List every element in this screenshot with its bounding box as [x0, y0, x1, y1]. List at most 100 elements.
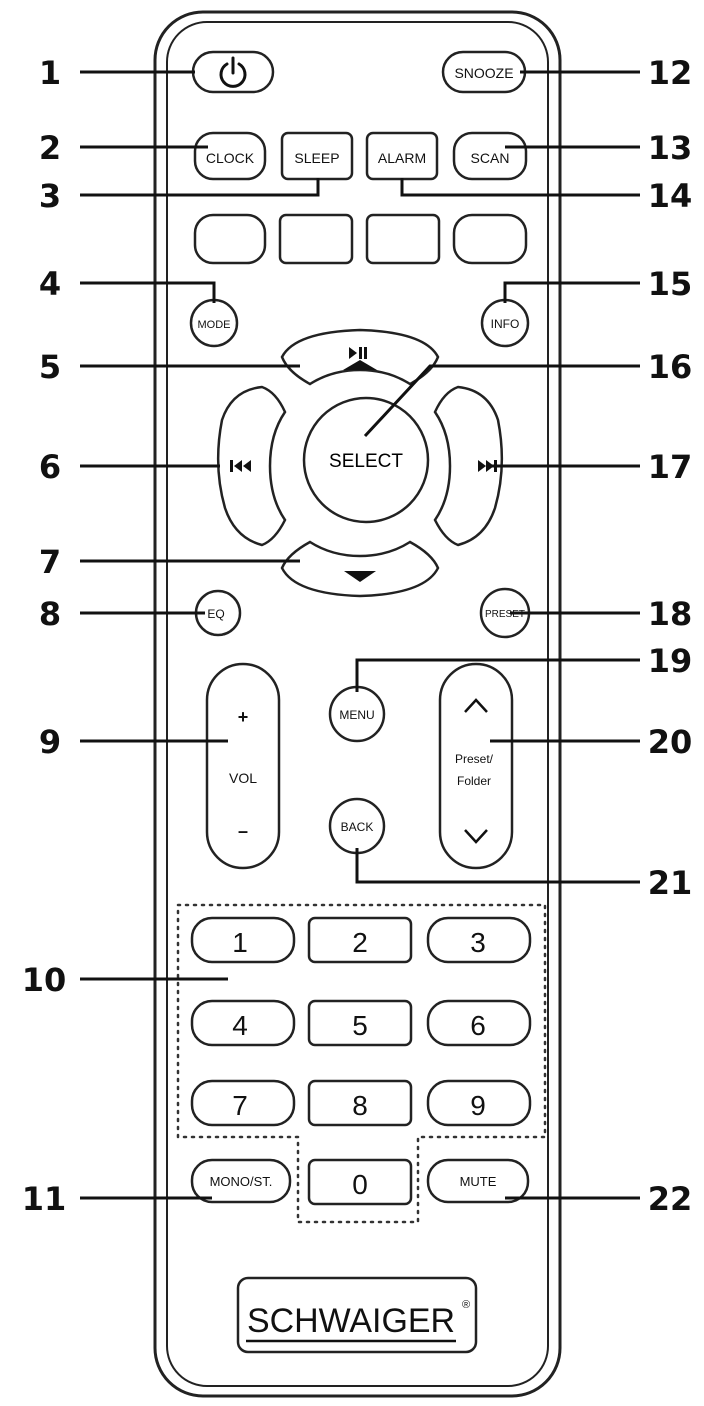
digit-0-label: 0	[352, 1169, 368, 1200]
snooze-button[interactable]: SNOOZE	[441, 50, 527, 94]
digit-1-button[interactable]: 1	[190, 916, 296, 964]
callout-number: 12	[648, 54, 693, 92]
chevron-up-icon	[464, 698, 488, 713]
scan-label: SCAN	[471, 150, 510, 166]
mono-stereo-button[interactable]: MONO/ST.	[190, 1158, 292, 1204]
mode-button[interactable]: MODE	[189, 298, 239, 348]
alarm-button[interactable]: ALARM	[365, 131, 439, 181]
info-label: INFO	[491, 317, 520, 331]
mode-label: MODE	[198, 319, 231, 331]
callout-lines-left	[80, 70, 320, 1200]
digit-2-button[interactable]: 2	[307, 916, 413, 964]
callout-number: 7	[39, 543, 61, 581]
callout-number: 10	[22, 961, 67, 999]
chevron-down-icon	[464, 829, 488, 844]
play-pause-icon	[349, 347, 367, 359]
clock-label: CLOCK	[206, 150, 255, 166]
digit-4-label: 4	[232, 1010, 248, 1041]
preset-folder-rocker[interactable]: Preset/ Folder	[438, 662, 514, 870]
down-button[interactable]	[280, 540, 440, 598]
back-button[interactable]: BACK	[328, 797, 386, 855]
blank-key-3[interactable]	[365, 213, 441, 265]
brand-plate: SCHWAIGER ®	[236, 1276, 478, 1354]
preset-folder-label-line2: Folder	[457, 774, 491, 788]
callout-number: 5	[39, 348, 61, 386]
select-button[interactable]: SELECT	[302, 396, 430, 524]
callout-number: 2	[39, 129, 61, 167]
alarm-label: ALARM	[378, 150, 426, 166]
callout-number: 8	[39, 595, 61, 633]
up-arrow-icon	[343, 360, 377, 370]
callout-number: 15	[648, 265, 693, 303]
digit-6-label: 6	[470, 1010, 486, 1041]
power-button[interactable]	[191, 50, 275, 94]
next-button[interactable]	[433, 385, 504, 547]
callout-lines-right	[355, 70, 640, 1200]
callout-number: 9	[39, 723, 61, 761]
eq-button[interactable]: EQ	[194, 589, 242, 637]
digit-8-button[interactable]: 8	[307, 1079, 413, 1127]
digit-6-button[interactable]: 6	[426, 999, 532, 1047]
volume-label: VOL	[229, 770, 257, 786]
snooze-label: SNOOZE	[454, 65, 513, 81]
brand-registered-mark: ®	[462, 1299, 470, 1311]
volume-down-label: –	[238, 821, 248, 841]
digit-2-label: 2	[352, 927, 368, 958]
digit-9-label: 9	[470, 1090, 486, 1121]
blank-key-2[interactable]	[278, 213, 354, 265]
callout-numbers-left: 1 2 3 4 5 6 7 8 9 10 11	[22, 54, 67, 1218]
volume-rocker[interactable]: + VOL –	[205, 662, 281, 870]
blank-key-4[interactable]	[452, 213, 528, 265]
mono-stereo-label: MONO/ST.	[210, 1174, 273, 1189]
callout-number: 20	[648, 723, 693, 761]
mute-button[interactable]: MUTE	[426, 1158, 530, 1204]
scan-button[interactable]: SCAN	[452, 131, 528, 181]
callout-number: 11	[22, 1180, 67, 1218]
clock-button[interactable]: CLOCK	[193, 131, 267, 181]
digit-3-label: 3	[470, 927, 486, 958]
previous-button[interactable]	[216, 385, 287, 547]
callout-number: 3	[39, 177, 61, 215]
mute-label: MUTE	[460, 1174, 497, 1189]
callout-number: 6	[39, 448, 61, 486]
preset-label: PRESET	[485, 609, 525, 620]
digit-4-button[interactable]: 4	[190, 999, 296, 1047]
digit-5-button[interactable]: 5	[307, 999, 413, 1047]
select-label: SELECT	[329, 451, 403, 472]
callout-number: 4	[39, 265, 61, 303]
digit-3-button[interactable]: 3	[426, 916, 532, 964]
number-pad-outline	[176, 903, 547, 1224]
digit-7-button[interactable]: 7	[190, 1079, 296, 1127]
digit-5-label: 5	[352, 1010, 368, 1041]
callout-number: 17	[648, 448, 693, 486]
digit-8-label: 8	[352, 1090, 368, 1121]
digit-1-label: 1	[232, 927, 248, 958]
digit-7-label: 7	[232, 1090, 248, 1121]
brand-logo: SCHWAIGER	[247, 1302, 455, 1340]
callout-number: 21	[648, 864, 693, 902]
callout-numbers-right: 12 13 14 15 16 17 18 19 20 21 22	[648, 54, 693, 1218]
sleep-button[interactable]: SLEEP	[280, 131, 354, 181]
power-icon	[219, 56, 247, 88]
digit-0-button[interactable]: 0	[307, 1158, 413, 1206]
info-button[interactable]: INFO	[480, 298, 530, 348]
volume-up-label: +	[238, 707, 249, 727]
callout-number: 22	[648, 1180, 693, 1218]
digit-9-button[interactable]: 9	[426, 1079, 532, 1127]
callout-number: 19	[648, 642, 693, 680]
remote-body-inner	[166, 21, 549, 1387]
callout-number: 16	[648, 348, 693, 386]
blank-key-1[interactable]	[193, 213, 267, 265]
down-arrow-icon	[344, 571, 376, 582]
menu-button[interactable]: MENU	[328, 685, 386, 743]
menu-label: MENU	[339, 708, 374, 722]
sleep-label: SLEEP	[294, 150, 339, 166]
eq-label: EQ	[207, 607, 224, 621]
preset-folder-label-line1: Preset/	[455, 752, 494, 766]
callout-number: 18	[648, 595, 693, 633]
skip-previous-icon	[230, 460, 251, 472]
callout-number: 13	[648, 129, 693, 167]
back-label: BACK	[341, 820, 374, 834]
callout-number: 14	[648, 177, 693, 215]
